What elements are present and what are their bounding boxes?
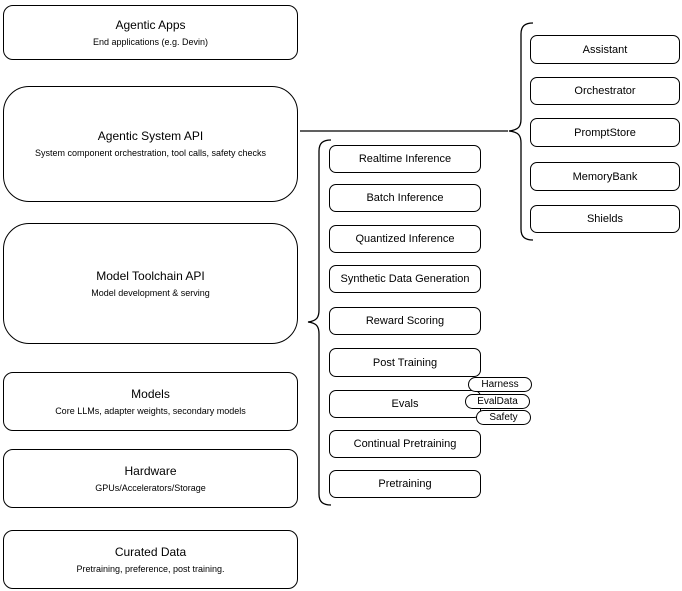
node-subtitle: System component orchestration, tool cal… [34,148,267,158]
node-title: Hardware [124,463,177,478]
node-label: Post Training [372,356,438,369]
node-orchestrator: Orchestrator [530,77,680,105]
node-subtitle: Model development & serving [91,287,210,298]
node-post-training: Post Training [329,348,481,377]
node-curated-data: Curated Data Pretraining, preference, po… [3,530,298,589]
node-continual-pretraining: Continual Pretraining [329,430,481,458]
node-title: Agentic System API [97,129,204,143]
node-label: PromptStore [574,126,636,139]
node-title: Agentic Apps [115,17,186,32]
node-title: Models [131,386,170,401]
node-shields: Shields [530,205,680,233]
tag-label: Harness [481,378,519,390]
node-subtitle: GPUs/Accelerators/Storage [95,482,206,493]
tag-evaldata: EvalData [465,394,530,409]
node-label: Evals [391,398,419,410]
node-label: MemoryBank [572,170,638,183]
tag-harness: Harness [468,377,532,392]
node-label: Pretraining [378,478,432,490]
node-subtitle: End applications (e.g. Devin) [92,36,209,47]
toolchain-brace [307,139,332,506]
node-quantized-inference: Quantized Inference [329,225,481,253]
node-label: Continual Pretraining [353,438,457,450]
node-pretraining: Pretraining [329,470,481,498]
node-label: Shields [586,213,624,225]
node-reward-scoring: Reward Scoring [329,307,481,335]
node-models: Models Core LLMs, adapter weights, secon… [3,372,298,431]
node-label: Assistant [582,43,628,56]
system-components-brace [508,22,534,241]
node-label: Reward Scoring [365,315,445,327]
node-label: Synthetic Data Generation [340,273,470,285]
node-batch-inference: Batch Inference [329,184,481,212]
node-subtitle: Core LLMs, adapter weights, secondary mo… [55,405,246,416]
node-agentic-system-api: Agentic System API System component orch… [3,86,298,202]
node-evals: Evals [329,390,481,418]
tag-safety: Safety [476,410,531,425]
node-title: Curated Data [114,544,187,559]
node-title: Model Toolchain API [96,268,205,283]
node-realtime-inference: Realtime Inference [329,145,481,173]
node-synthetic-data-generation: Synthetic Data Generation [329,265,481,293]
node-assistant: Assistant [530,35,680,64]
node-subtitle: Pretraining, preference, post training. [76,563,225,574]
node-model-toolchain-api: Model Toolchain API Model development & … [3,223,298,344]
node-agentic-apps: Agentic Apps End applications (e.g. Devi… [3,5,298,60]
node-promptstore: PromptStore [530,118,680,147]
node-label: Batch Inference [366,192,444,204]
tag-label: EvalData [477,395,518,407]
node-hardware: Hardware GPUs/Accelerators/Storage [3,449,298,508]
node-label: Quantized Inference [355,233,455,245]
node-label: Realtime Inference [358,153,452,165]
tag-label: Safety [489,411,518,423]
node-label: Orchestrator [574,85,636,97]
node-memorybank: MemoryBank [530,162,680,191]
